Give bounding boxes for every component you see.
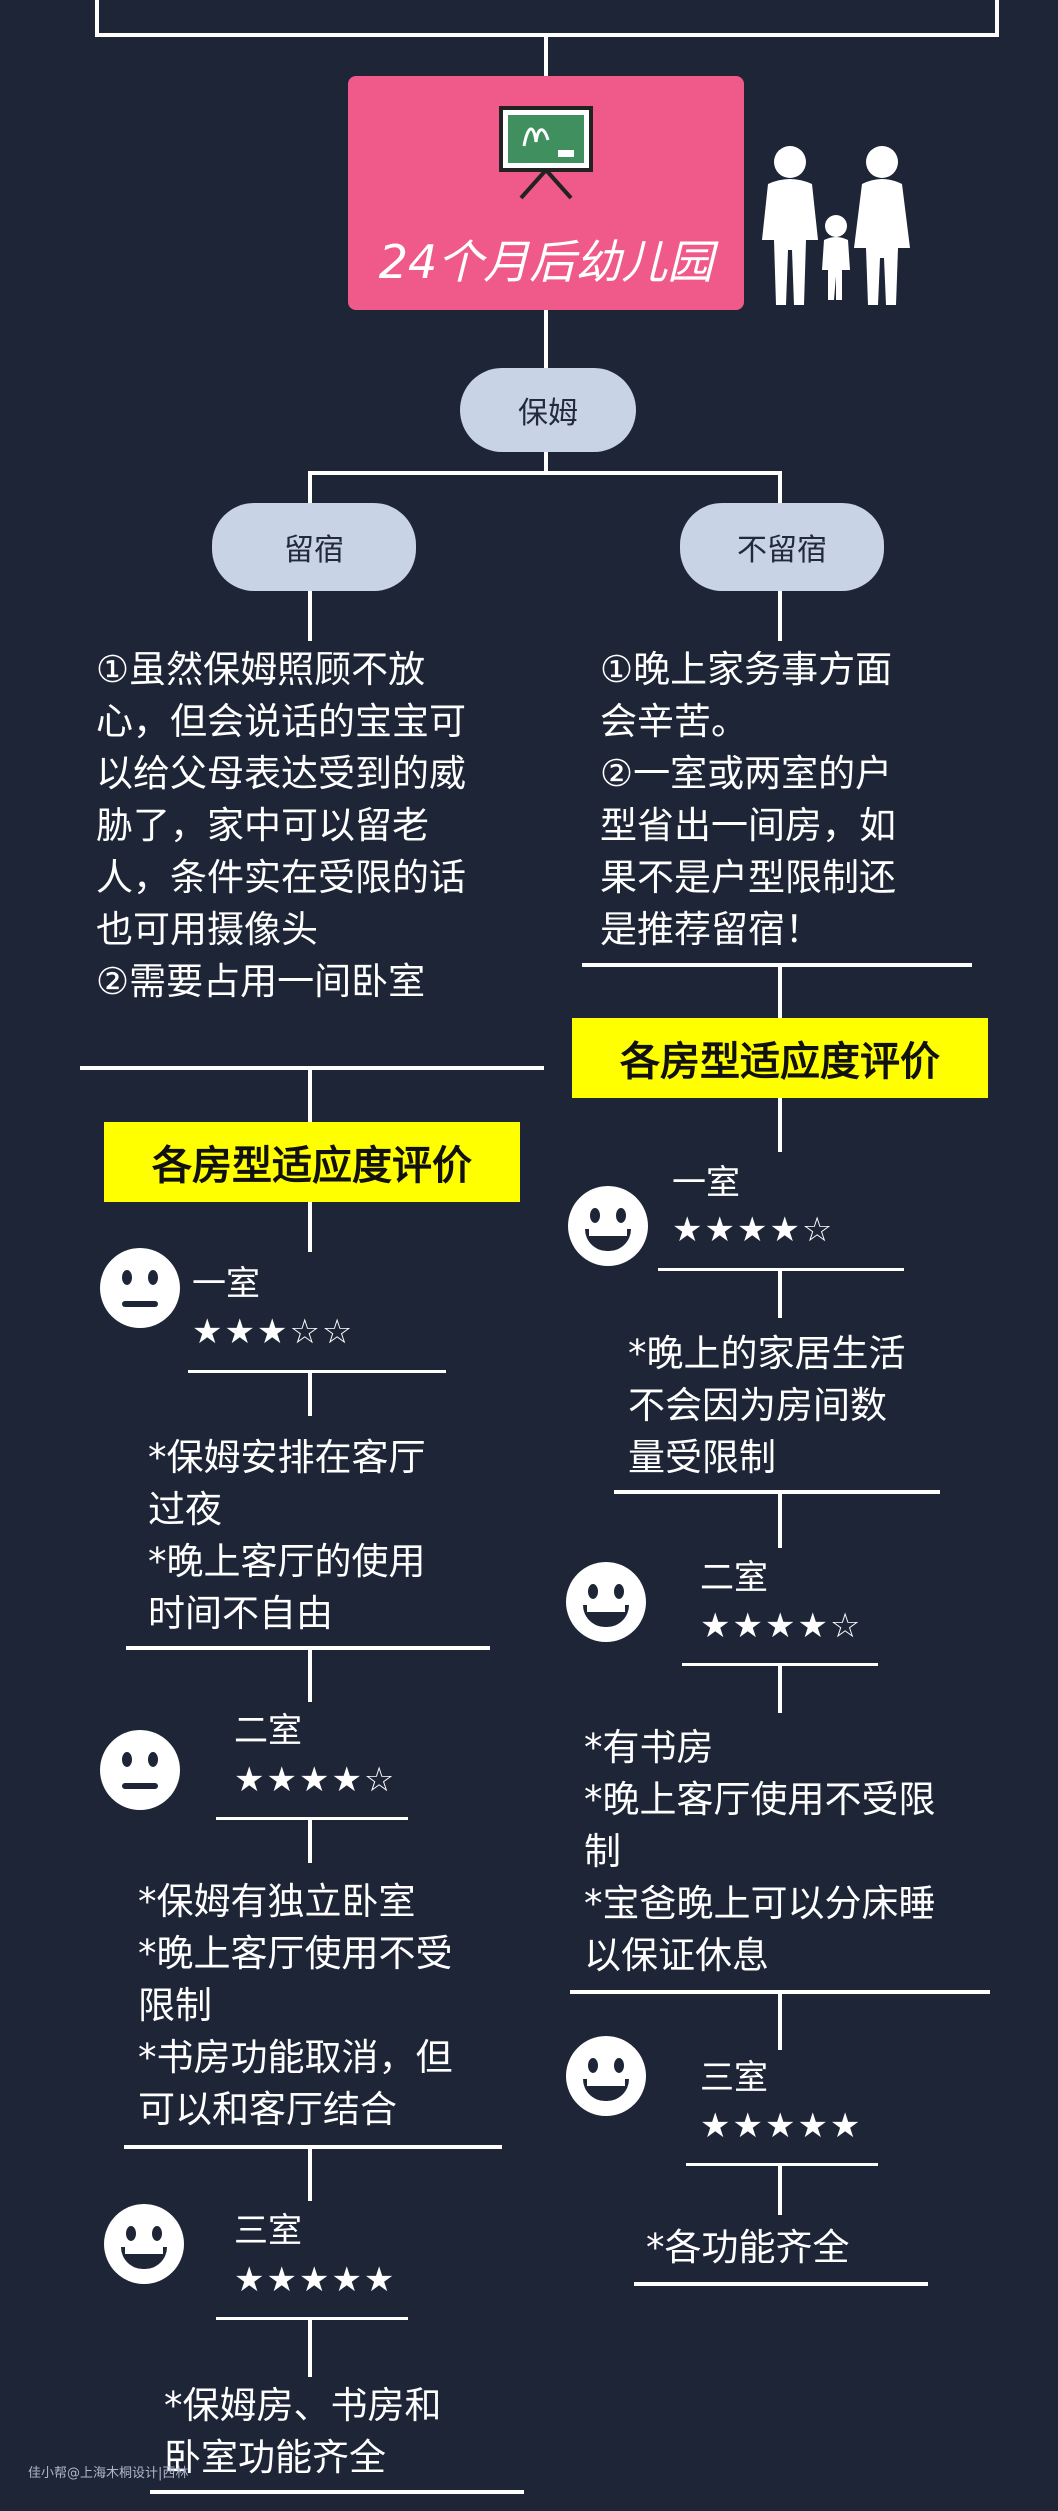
- connector: [308, 1066, 312, 1122]
- connector: [308, 1370, 312, 1416]
- connector: [778, 1490, 782, 1548]
- divider: [80, 1066, 544, 1070]
- divider: [686, 2163, 878, 2166]
- divider: [216, 2317, 408, 2320]
- connector: [778, 2163, 782, 2215]
- connector: [778, 1268, 782, 1318]
- left-rating-title: 各房型适应度评价: [104, 1122, 520, 1202]
- neutral-face-icon: [100, 1730, 180, 1810]
- node-live-out: 不留宿: [680, 503, 884, 591]
- right-desc-5: 果不是户型限制还: [600, 856, 896, 899]
- left-room1-note-4: 时间不自由: [148, 1592, 333, 1635]
- right-room1-note-1: *晚上的家居生活: [628, 1332, 906, 1375]
- connector: [308, 1202, 312, 1252]
- divider: [634, 2282, 928, 2286]
- top-bracket-left: [95, 0, 99, 36]
- smiley-face-icon: [566, 2036, 646, 2116]
- connector: [544, 452, 548, 474]
- right-rating-title: 各房型适应度评价: [572, 1018, 988, 1098]
- connector: [544, 310, 548, 368]
- connector: [544, 33, 548, 76]
- smiley-face-icon: [566, 1562, 646, 1642]
- left-room1-note-3: *晚上客厅的使用: [148, 1540, 426, 1583]
- left-room2-note-3: 限制: [138, 1984, 212, 2027]
- right-desc-6: 是推荐留宿！: [600, 908, 822, 951]
- connector: [308, 1817, 312, 1863]
- left-room3-note-1: *保姆房、书房和: [164, 2384, 442, 2427]
- right-room2-note-4: *宝爸晚上可以分床睡: [584, 1882, 936, 1925]
- left-room3-note-2: 卧室功能齐全: [164, 2436, 386, 2479]
- left-desc-7: ②需要占用一间卧室: [96, 960, 426, 1003]
- right-room3-stars: ★★★★★: [700, 2106, 863, 2146]
- right-desc-1: ①晚上家务事方面: [600, 648, 893, 691]
- right-room2-name: 二室: [700, 1558, 768, 1598]
- divider: [124, 2145, 502, 2149]
- left-desc-3: 以给父母表达受到的威: [96, 752, 466, 795]
- right-desc-4: 型省出一间房，如: [600, 804, 896, 847]
- connector: [778, 1663, 782, 1713]
- right-room3-name: 三室: [700, 2058, 768, 2098]
- family-icon: [762, 146, 910, 305]
- smiley-face-icon: [568, 1186, 648, 1266]
- right-desc-3: ②一室或两室的户: [600, 752, 893, 795]
- right-room2-stars: ★★★★☆: [700, 1606, 863, 1646]
- left-room2-stars: ★★★★☆: [234, 1760, 397, 1800]
- left-room3-name: 三室: [234, 2211, 302, 2251]
- left-room2-note-4: *书房功能取消，但: [138, 2036, 453, 2079]
- right-desc-2: 会辛苦。: [600, 700, 748, 743]
- left-room1-note-2: 过夜: [148, 1488, 222, 1531]
- connector: [308, 1646, 312, 1702]
- chalkboard-icon: [499, 106, 593, 200]
- node-nanny: 保姆: [460, 368, 636, 452]
- page-title: 24个月后幼儿园: [378, 235, 714, 289]
- smiley-face-icon: [104, 2204, 184, 2284]
- right-room1-note-3: 量受限制: [628, 1436, 776, 1479]
- left-room2-note-5: 可以和客厅结合: [138, 2088, 397, 2131]
- right-room1-stars: ★★★★☆: [672, 1210, 835, 1250]
- right-room2-note-2: *晚上客厅使用不受限: [584, 1778, 936, 1821]
- credit: 佳小帮@上海木桐设计|西林: [28, 2466, 189, 2481]
- left-room2-note-1: *保姆有独立卧室: [138, 1880, 416, 1923]
- connector: [778, 591, 782, 641]
- title-box: 24个月后幼儿园: [348, 76, 744, 310]
- neutral-face-icon: [100, 1248, 180, 1328]
- node-live-in: 留宿: [212, 503, 416, 591]
- left-desc-1: ①虽然保姆照顾不放: [96, 648, 426, 691]
- left-room2-note-2: *晚上客厅使用不受: [138, 1932, 453, 1975]
- connector: [778, 471, 782, 507]
- divider: [188, 1370, 446, 1373]
- left-desc-5: 人，条件实在受限的话: [96, 856, 466, 899]
- right-room2-note-1: *有书房: [584, 1726, 714, 1769]
- connector: [308, 591, 312, 641]
- divider: [614, 1490, 940, 1494]
- left-room2-name: 二室: [234, 1711, 302, 1751]
- divider: [150, 2490, 524, 2494]
- left-room3-stars: ★★★★★: [234, 2260, 397, 2300]
- connector: [308, 2317, 312, 2377]
- right-room3-note-1: *各功能齐全: [646, 2226, 850, 2269]
- right-room2-note-5: 以保证休息: [584, 1934, 769, 1977]
- branch-bar: [308, 471, 782, 475]
- top-bracket-right: [995, 0, 999, 36]
- divider: [582, 963, 972, 967]
- right-room1-note-2: 不会因为房间数: [628, 1384, 887, 1427]
- connector: [778, 1098, 782, 1152]
- left-room1-stars: ★★★☆☆: [192, 1312, 355, 1352]
- connector: [308, 2145, 312, 2201]
- left-room1-note-1: *保姆安排在客厅: [148, 1436, 426, 1479]
- connector: [778, 1990, 782, 2050]
- connector: [778, 963, 782, 1019]
- left-room1-name: 一室: [192, 1264, 260, 1304]
- left-desc-4: 胁了，家中可以留老: [96, 804, 429, 847]
- right-room2-note-3: 制: [584, 1830, 621, 1873]
- left-desc-2: 心，但会说话的宝宝可: [96, 700, 466, 743]
- divider: [216, 1817, 408, 1820]
- right-room1-name: 一室: [672, 1163, 740, 1203]
- connector: [308, 471, 312, 507]
- left-desc-6: 也可用摄像头: [96, 908, 318, 951]
